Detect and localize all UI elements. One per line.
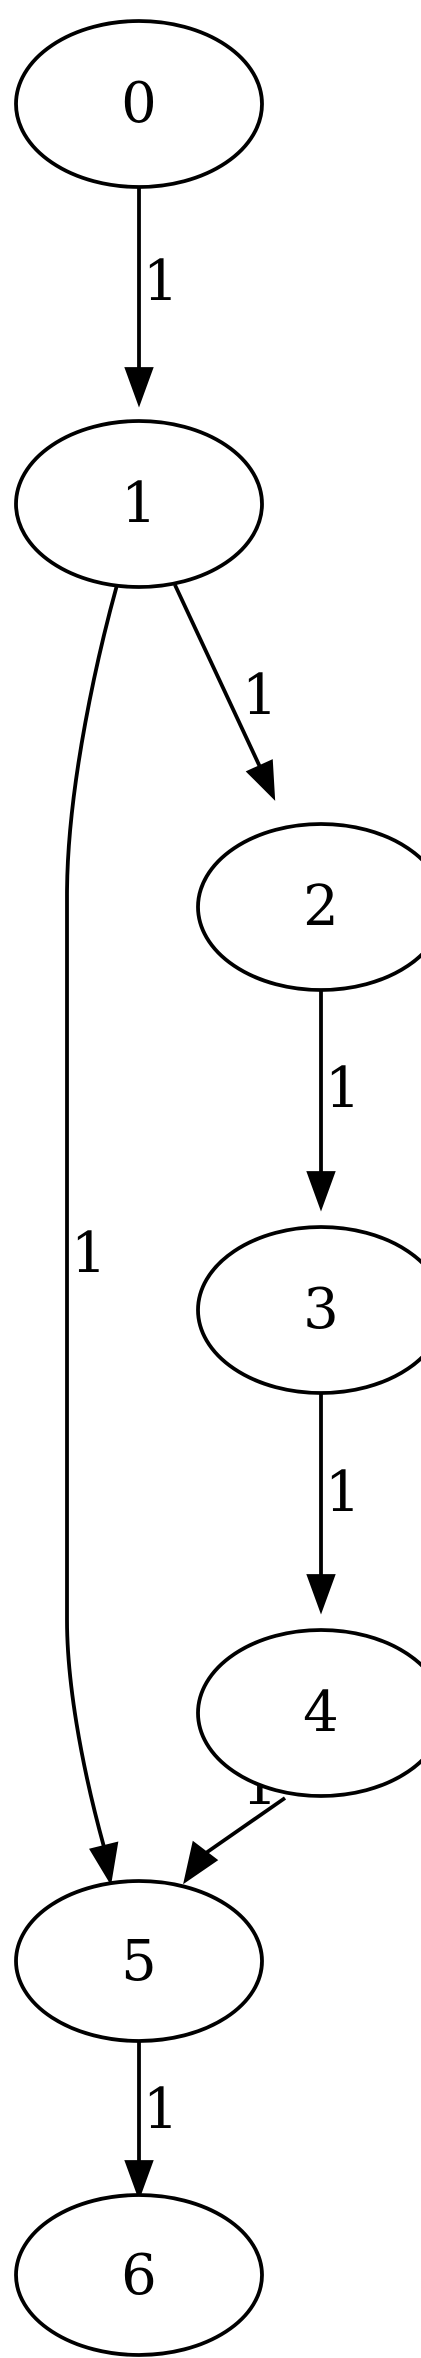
edge-1-2: 1 — [173, 584, 278, 801]
node-6: 6 — [14, 2193, 264, 2357]
node-5: 5 — [14, 1879, 264, 2043]
edge-2-3-label: 1 — [325, 1056, 361, 1121]
edge-5-6-label: 1 — [143, 2077, 179, 2142]
edge-0-1: 1 — [124, 188, 179, 408]
node-4-label: 4 — [303, 1680, 339, 1745]
edge-3-4-label: 1 — [325, 1460, 361, 1525]
node-6-label: 6 — [121, 2243, 157, 2308]
node-5-label: 5 — [121, 1929, 157, 1994]
node-3: 3 — [196, 1225, 421, 1395]
edge-1-5: 1 — [65, 584, 119, 1886]
edge-2-3: 1 — [306, 990, 361, 1212]
edge-5-6 — [124, 2041, 154, 2201]
node-3-label: 3 — [303, 1277, 339, 1342]
node-0-label: 0 — [121, 71, 157, 136]
node-0: 0 — [14, 19, 264, 189]
nodes: 0 1 2 3 4 5 6 — [14, 19, 421, 2357]
edge-1-2-label: 1 — [242, 663, 278, 728]
edge-0-1-label: 1 — [143, 249, 179, 314]
node-2-label: 2 — [303, 874, 339, 939]
edges: 1 1 1 1 1 1 — [65, 188, 361, 2201]
node-4: 4 — [196, 1628, 421, 1798]
node-1-label: 1 — [121, 471, 157, 536]
node-2: 2 — [196, 822, 421, 992]
edge-1-5-label: 1 — [71, 1221, 107, 1286]
node-1: 1 — [14, 419, 264, 589]
edge-3-4: 1 — [306, 1393, 361, 1615]
